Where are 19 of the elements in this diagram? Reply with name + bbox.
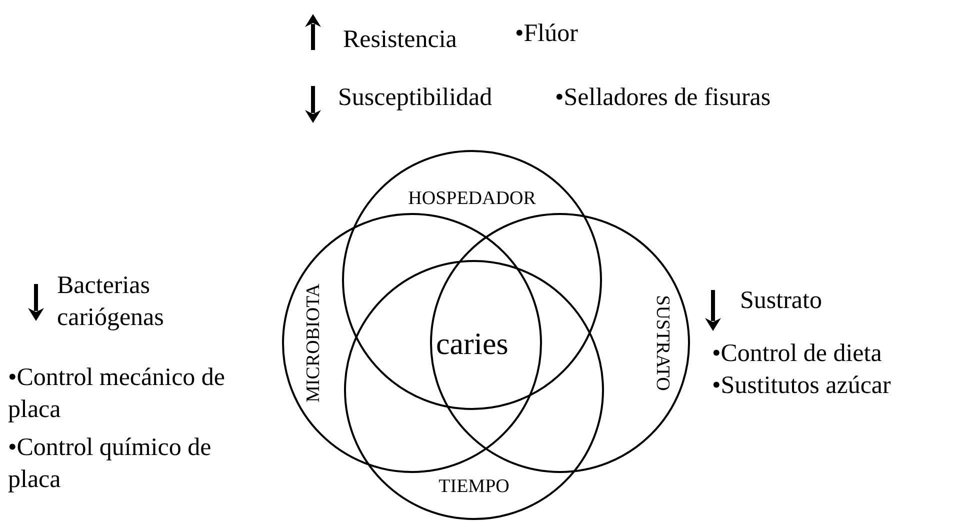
annotation-text: •Sustitutos azúcar <box>712 371 891 401</box>
annotation-text: •Flúor <box>515 19 578 49</box>
annotation-text: •Control de dieta <box>712 339 882 369</box>
circle-label: TIEMPO <box>438 476 510 498</box>
annotation-text: •Selladores de fisuras <box>555 83 771 113</box>
circle-label: MICROBIOTA <box>303 284 325 402</box>
annotation-text: Resistencia <box>343 25 457 55</box>
annotation-text: Susceptibilidad <box>338 83 492 113</box>
venn-circle <box>430 213 690 473</box>
circle-label: SUSTRATO <box>651 295 673 391</box>
venn-circle <box>342 150 602 410</box>
circle-label: HOSPEDADOR <box>408 188 536 210</box>
annotation-text: Bacterias cariógenas <box>57 271 165 333</box>
annotation-text: •Control químico de placa <box>8 433 212 495</box>
annotation-text: Sustrato <box>740 286 822 316</box>
annotation-text: •Control mecánico de placa <box>8 363 226 425</box>
venn-circle <box>344 260 604 520</box>
venn-circle <box>282 213 542 473</box>
center-label: caries <box>436 328 508 360</box>
